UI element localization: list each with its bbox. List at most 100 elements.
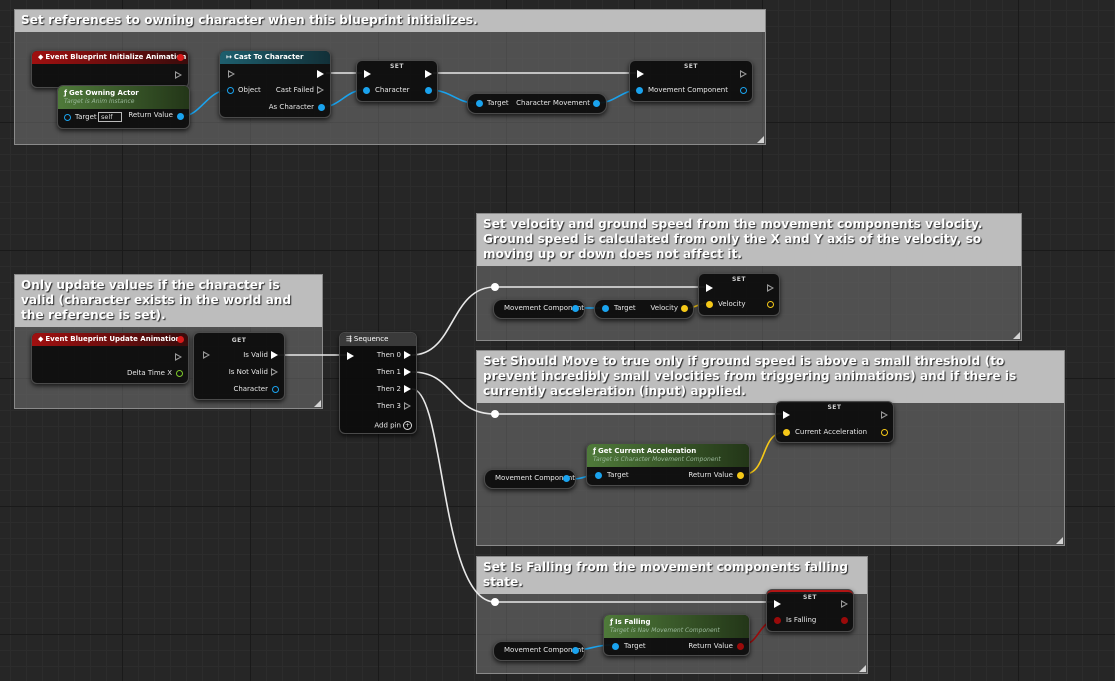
delegate-pin[interactable]: [177, 54, 184, 61]
delta-time-pin[interactable]: [176, 370, 183, 377]
exec-out-pin[interactable]: [317, 70, 324, 78]
exec-out-pin[interactable]: [175, 71, 182, 79]
exec-in-pin[interactable]: [228, 70, 235, 78]
target-self-input[interactable]: self: [98, 112, 122, 122]
exec-in-pin[interactable]: [203, 351, 210, 359]
movement-component-var-node[interactable]: Movement Component: [493, 641, 585, 661]
comment-title[interactable]: Set references to owning character when …: [15, 10, 765, 32]
variable-pin[interactable]: [572, 305, 579, 312]
set-is-falling-node[interactable]: SET Is Falling: [766, 589, 854, 632]
velocity-getter-node[interactable]: Target Velocity: [594, 299, 694, 319]
cast-to-character-node[interactable]: ↦Cast To Character Object Cast Failed As…: [219, 50, 331, 118]
resize-grip[interactable]: [1056, 537, 1063, 544]
movement-component-var-node[interactable]: Movement Component: [484, 469, 576, 489]
acceleration-input-pin[interactable]: [783, 429, 790, 436]
exec-in-pin[interactable]: [347, 352, 354, 360]
exec-out-pin[interactable]: [425, 70, 432, 78]
velocity-output-pin[interactable]: [681, 305, 688, 312]
exec-in-pin[interactable]: [783, 411, 790, 419]
exec-out-pin[interactable]: [175, 353, 182, 361]
character-input-pin[interactable]: [363, 87, 370, 94]
event-update-node[interactable]: ◆Event Blueprint Update Animation Delta …: [31, 332, 189, 384]
event-initialize-node[interactable]: ◆Event Blueprint Initialize Animation: [31, 50, 189, 88]
return-pin[interactable]: [177, 113, 184, 120]
output-pin[interactable]: [593, 100, 600, 107]
is-valid-pin[interactable]: [271, 351, 278, 359]
set-movement-component-node[interactable]: SET Movement Component: [629, 60, 753, 102]
cast-icon: ↦: [226, 53, 232, 61]
sequence-node[interactable]: ⇶Sequence Then 0 Then 1 Then 2 Then 3 Ad…: [339, 332, 417, 434]
pin-label: Character: [375, 86, 410, 94]
movement-component-input-pin[interactable]: [636, 87, 643, 94]
variable-pin[interactable]: [572, 647, 579, 654]
then3-label: Then 3: [376, 402, 401, 410]
comment-title[interactable]: Set Should Move to true only if ground s…: [477, 351, 1064, 403]
exec-in-pin[interactable]: [364, 70, 371, 78]
acceleration-output-pin[interactable]: [881, 429, 888, 436]
resize-grip[interactable]: [757, 136, 764, 143]
object-pin[interactable]: [227, 87, 234, 94]
comment-title[interactable]: Only update values if the character is v…: [15, 275, 322, 327]
target-pin[interactable]: [64, 114, 71, 121]
then0-pin[interactable]: [404, 351, 411, 359]
node-subtitle: Target is Character Movement Component: [593, 456, 721, 463]
is-falling-input-pin[interactable]: [774, 617, 781, 624]
exec-in-pin[interactable]: [637, 70, 644, 78]
target-pin[interactable]: [476, 100, 483, 107]
target-label: Target: [487, 99, 509, 107]
comment-box-should-move[interactable]: Set Should Move to true only if ground s…: [476, 350, 1065, 546]
target-pin[interactable]: [595, 472, 602, 479]
comment-title[interactable]: Set velocity and ground speed from the m…: [477, 214, 1021, 266]
character-movement-getter-node[interactable]: Target Character Movement: [467, 93, 607, 114]
character-pin[interactable]: [272, 386, 279, 393]
exec-in-pin[interactable]: [706, 284, 713, 292]
return-pin[interactable]: [737, 472, 744, 479]
node-title: Get Owning Actor: [69, 89, 139, 97]
node-title: Event Blueprint Update Animation: [45, 335, 181, 343]
resize-grip[interactable]: [859, 665, 866, 672]
then3-pin[interactable]: [404, 402, 411, 410]
object-label: Object: [238, 86, 261, 94]
is-falling-output-pin[interactable]: [841, 617, 848, 624]
cast-failed-pin[interactable]: [317, 86, 324, 94]
movement-component-output-pin[interactable]: [740, 87, 747, 94]
cast-failed-label: Cast Failed: [275, 86, 314, 94]
set-character-node[interactable]: SET Character: [356, 60, 438, 102]
velocity-output-pin[interactable]: [767, 301, 774, 308]
node-title: Sequence: [353, 335, 389, 343]
exec-out-pin[interactable]: [740, 70, 747, 78]
variable-pin[interactable]: [563, 475, 570, 482]
then0-label: Then 0: [376, 351, 401, 359]
movement-component-var-node[interactable]: Movement Component: [493, 299, 585, 319]
reroute-knot[interactable]: [491, 598, 499, 606]
delegate-pin[interactable]: [177, 336, 184, 343]
add-pin-button[interactable]: Add pin+: [374, 421, 412, 430]
exec-out-pin[interactable]: [767, 284, 774, 292]
character-output-pin[interactable]: [425, 87, 432, 94]
is-not-valid-pin[interactable]: [271, 368, 278, 376]
validated-get-character-node[interactable]: GET Is Valid Is Not Valid Character: [193, 332, 285, 400]
then1-pin[interactable]: [404, 368, 411, 376]
exec-out-pin[interactable]: [841, 600, 848, 608]
sequence-icon: ⇶: [346, 335, 352, 343]
resize-grip[interactable]: [1013, 332, 1020, 339]
return-pin[interactable]: [737, 643, 744, 650]
node-title: SET: [767, 590, 853, 603]
exec-in-pin[interactable]: [774, 600, 781, 608]
as-character-pin[interactable]: [318, 104, 325, 111]
target-pin[interactable]: [602, 305, 609, 312]
event-icon: ◆: [38, 53, 44, 61]
resize-grip[interactable]: [314, 400, 321, 407]
plus-icon: +: [403, 421, 412, 430]
set-current-acceleration-node[interactable]: SET Current Acceleration: [775, 401, 894, 443]
reroute-knot[interactable]: [491, 283, 499, 291]
target-pin[interactable]: [612, 643, 619, 650]
exec-out-pin[interactable]: [881, 411, 888, 419]
reroute-knot[interactable]: [491, 410, 499, 418]
velocity-input-pin[interactable]: [706, 301, 713, 308]
then2-pin[interactable]: [404, 385, 411, 393]
set-velocity-node[interactable]: SET Velocity: [698, 273, 780, 316]
